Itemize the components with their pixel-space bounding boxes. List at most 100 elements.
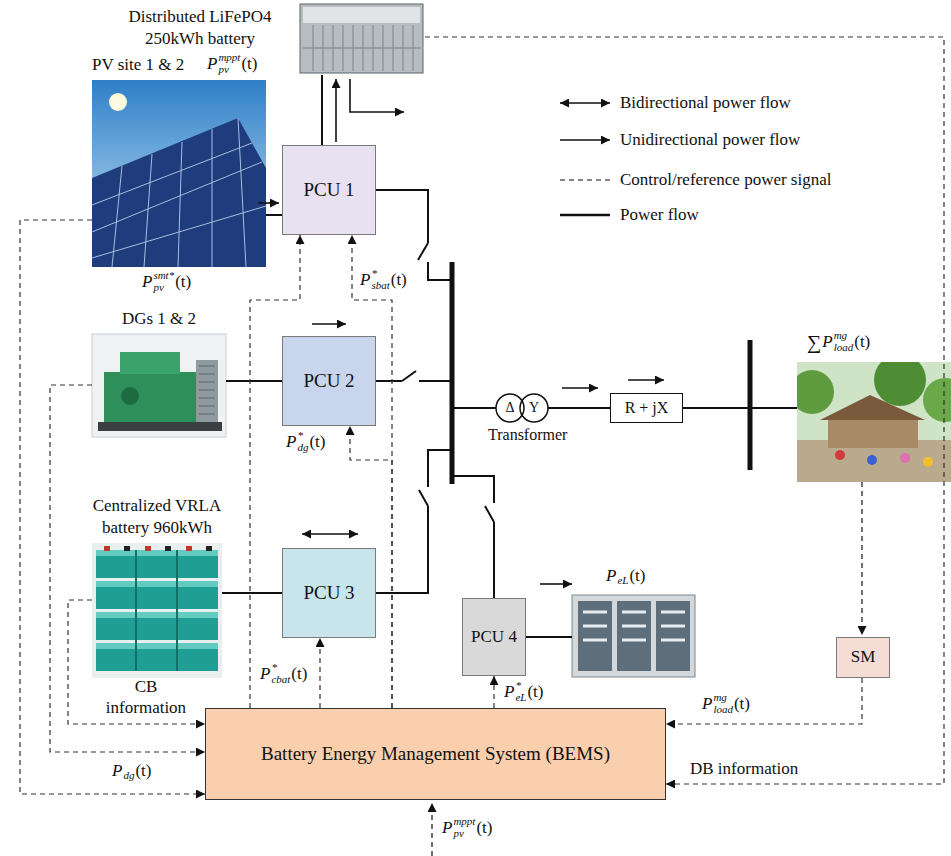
device-heading: DGs 1 & 2 xyxy=(89,308,229,330)
tree xyxy=(923,378,951,422)
converter-box: PCU 2 xyxy=(282,336,376,426)
generator-body xyxy=(104,372,196,422)
battery-row xyxy=(96,612,218,640)
box-label: PCU 3 xyxy=(303,582,354,605)
terminal xyxy=(124,546,130,551)
flow-arrow xyxy=(540,583,572,585)
load-bus-bar xyxy=(748,340,753,470)
battery-top xyxy=(96,643,218,649)
control-signal xyxy=(50,385,205,752)
power-wire xyxy=(376,190,428,243)
line-impedance-box: R + jX xyxy=(610,393,683,423)
person xyxy=(867,455,877,465)
battery-row xyxy=(96,550,218,578)
math-label: P*cbat(t) xyxy=(258,662,309,685)
lifepo4-battery-picture xyxy=(300,4,423,73)
symbol-letter: P xyxy=(702,695,712,712)
panel-grid xyxy=(92,118,266,267)
battery-row xyxy=(96,643,218,671)
box-label: Battery Energy Management System (BEMS) xyxy=(261,743,610,766)
power-wire xyxy=(452,407,496,409)
house xyxy=(828,420,918,448)
subscript: dg xyxy=(297,442,308,454)
switch-blade xyxy=(419,490,428,506)
battery-cells xyxy=(302,25,421,71)
symbol-letter: P xyxy=(112,762,122,779)
subscript: pv xyxy=(453,828,475,840)
script-stack: *sbat xyxy=(371,268,389,291)
device-heading: Distributed LiFePO4 250kWh battery xyxy=(110,6,290,50)
time-argument: (t) xyxy=(241,55,257,72)
time-argument: (t) xyxy=(309,433,325,450)
signal-label: CB information xyxy=(98,676,194,718)
power-line xyxy=(321,75,323,145)
superscript: * xyxy=(297,430,308,442)
math-label: P*sbat(t) xyxy=(358,268,409,291)
legend-entry: Bidirectional power flow xyxy=(620,92,791,114)
script-stack: mgload xyxy=(713,692,733,715)
legend-entry: Power flow xyxy=(620,204,699,226)
solar-panel xyxy=(92,118,266,267)
superscript: mg xyxy=(834,330,854,342)
battery-row xyxy=(96,581,218,609)
legend-sample xyxy=(560,179,610,180)
battery-picture: Distributed LiFePO4 250kWh battery xyxy=(298,2,425,75)
vrla-battery-picture xyxy=(92,543,222,678)
power-wire xyxy=(493,522,495,598)
terminal xyxy=(206,546,212,551)
superscript: * xyxy=(271,662,290,674)
power-line xyxy=(266,214,282,216)
time-argument: (t) xyxy=(629,567,645,584)
legend-entry: Unidirectional power flow xyxy=(620,129,800,151)
device-heading: PV site 1 & 2 xyxy=(92,54,184,76)
tree xyxy=(874,362,926,406)
pv-signal xyxy=(431,803,432,856)
control-signal xyxy=(425,37,944,784)
box-label: SM xyxy=(851,647,876,667)
subscript: pv xyxy=(218,64,240,76)
symbol-letter: P xyxy=(822,333,832,350)
math-label: Psmt*pv(t) xyxy=(140,270,193,293)
winding-symbol: Y xyxy=(524,399,544,417)
legend-sample xyxy=(560,214,610,217)
bems-box: Battery Energy Management System (BEMS) xyxy=(205,708,666,800)
power-wire xyxy=(526,636,572,638)
power-wire xyxy=(683,407,750,409)
tree xyxy=(797,370,834,414)
pv-picture xyxy=(92,80,266,267)
box-label: R + jX xyxy=(625,398,669,417)
superscript: mppt xyxy=(218,52,240,64)
math-label: Pmpptpv(t) xyxy=(205,52,259,75)
legend-text: Unidirectional power flow xyxy=(620,130,800,149)
battery-top xyxy=(96,612,218,618)
battery-rack xyxy=(300,4,423,73)
alternator xyxy=(121,387,139,405)
power-wire xyxy=(428,450,452,487)
flow-arrow xyxy=(350,79,404,112)
terminal xyxy=(104,546,110,551)
power-wire xyxy=(419,380,452,382)
terminal xyxy=(145,546,151,551)
switch-blade xyxy=(485,506,494,522)
script-stack: smt*pv xyxy=(153,270,174,293)
box-label: PCU 2 xyxy=(303,370,354,393)
box-label: PCU 4 xyxy=(471,627,517,647)
power-wire xyxy=(452,476,494,503)
control-signal xyxy=(666,678,862,724)
power-wiring xyxy=(376,190,797,637)
script-stack: *eL xyxy=(515,680,526,703)
power-wire xyxy=(548,407,610,409)
subscript: dg xyxy=(123,770,134,782)
person xyxy=(923,457,933,467)
breaker-rows xyxy=(583,612,685,640)
component-label: Transformer xyxy=(488,425,567,445)
sum-sign: ∑ xyxy=(807,332,821,352)
engine-top xyxy=(120,352,180,374)
legend-text: Bidirectional power flow xyxy=(620,93,791,112)
subscript: sbat xyxy=(371,280,389,292)
control-signal xyxy=(493,676,494,708)
time-argument: (t) xyxy=(135,762,151,779)
power-line xyxy=(226,380,282,382)
math-label: Pdg(t) xyxy=(110,760,153,782)
legend-sample xyxy=(560,139,610,141)
